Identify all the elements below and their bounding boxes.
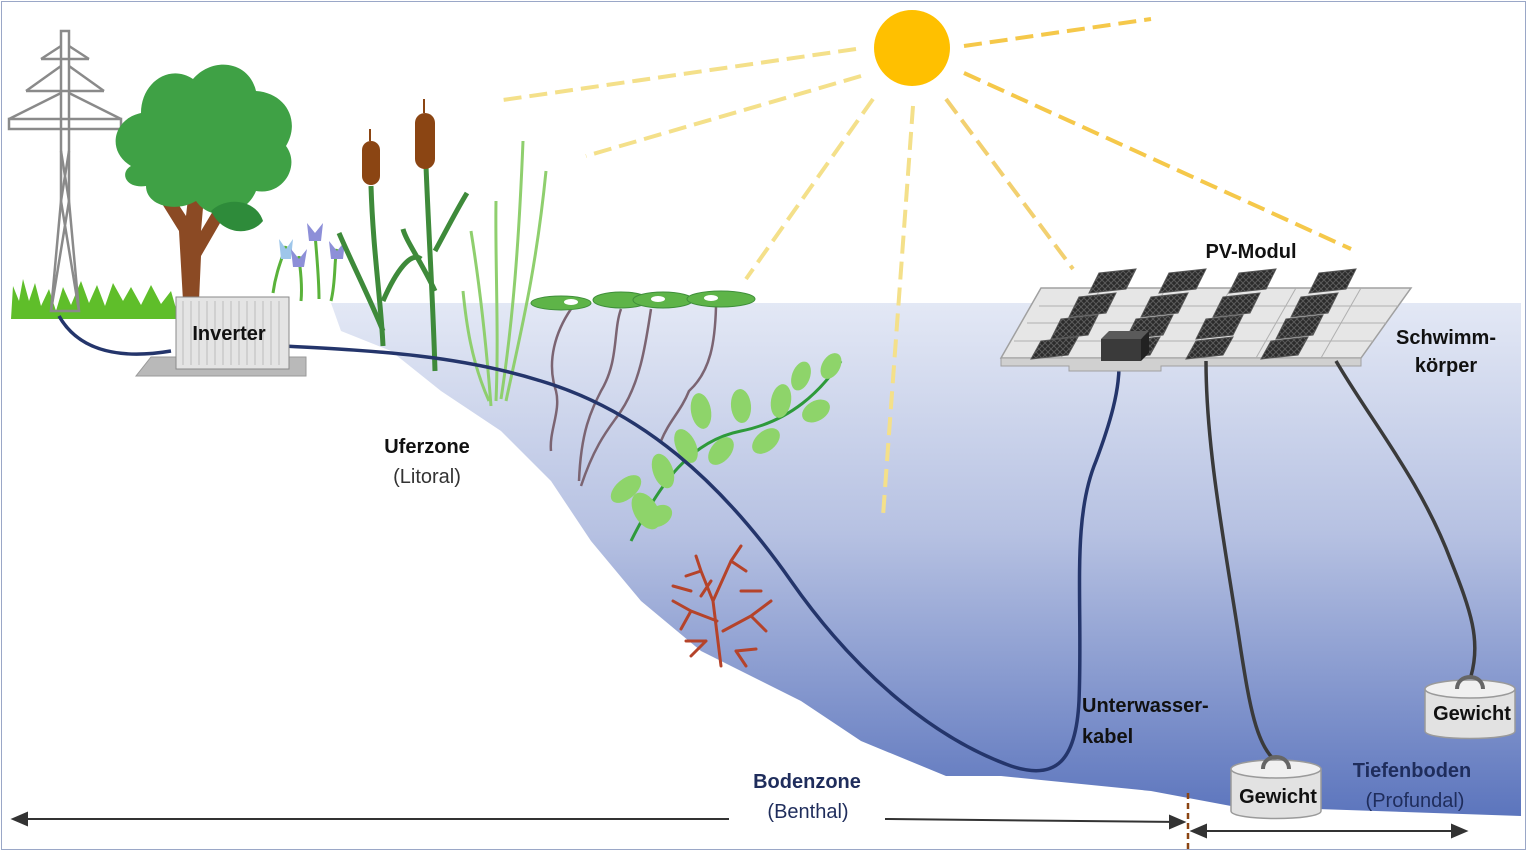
littoral-subtitle: (Litoral) [393,466,461,488]
profundal-title: Tiefenboden [1352,760,1472,782]
weight-label-left: Gewicht [1239,786,1317,808]
profundal-arrow [1189,823,1469,839]
mooring-line-left [1204,360,1278,763]
profundal-subtitle: (Profundal) [1365,790,1465,812]
cattail-icon [336,99,470,372]
tree-icon [115,64,292,301]
pv-panel-icon [999,268,1413,372]
mooring-line-right [1334,360,1477,677]
cable-label-line2: kabel [1082,726,1134,748]
red-algae-plant [671,544,773,668]
flower-icon [271,223,345,302]
underwater-cable [283,344,1121,773]
float-body-label-line2: körper [1414,355,1478,377]
water-lily-icon [530,290,756,487]
weight-icon [1230,755,1322,820]
power-pylon-icon [7,29,123,313]
grass [11,279,179,319]
weight-icon [1424,675,1516,740]
waterweed-plant [610,353,843,542]
land-cable [57,315,172,356]
sun-rays [495,17,1352,517]
reed-plant [461,140,548,407]
benthal-title: Bodenzone [753,771,861,793]
weight-label-right: Gewicht [1433,703,1511,725]
inverter-icon [134,296,307,377]
benthal-subtitle: (Benthal) [767,801,849,823]
pv-module-label: PV-Modul [1205,241,1297,263]
cable-label-line1: Unterwasser- [1082,695,1209,717]
float-body-label-line1: Schwimm- [1395,327,1497,349]
junction-box [1101,331,1149,361]
sun-icon [874,10,950,86]
littoral-title: Uferzone [384,436,470,458]
benthal-arrow [10,811,1187,830]
inverter-label: Inverter [192,323,266,345]
lake-water [331,303,1521,816]
